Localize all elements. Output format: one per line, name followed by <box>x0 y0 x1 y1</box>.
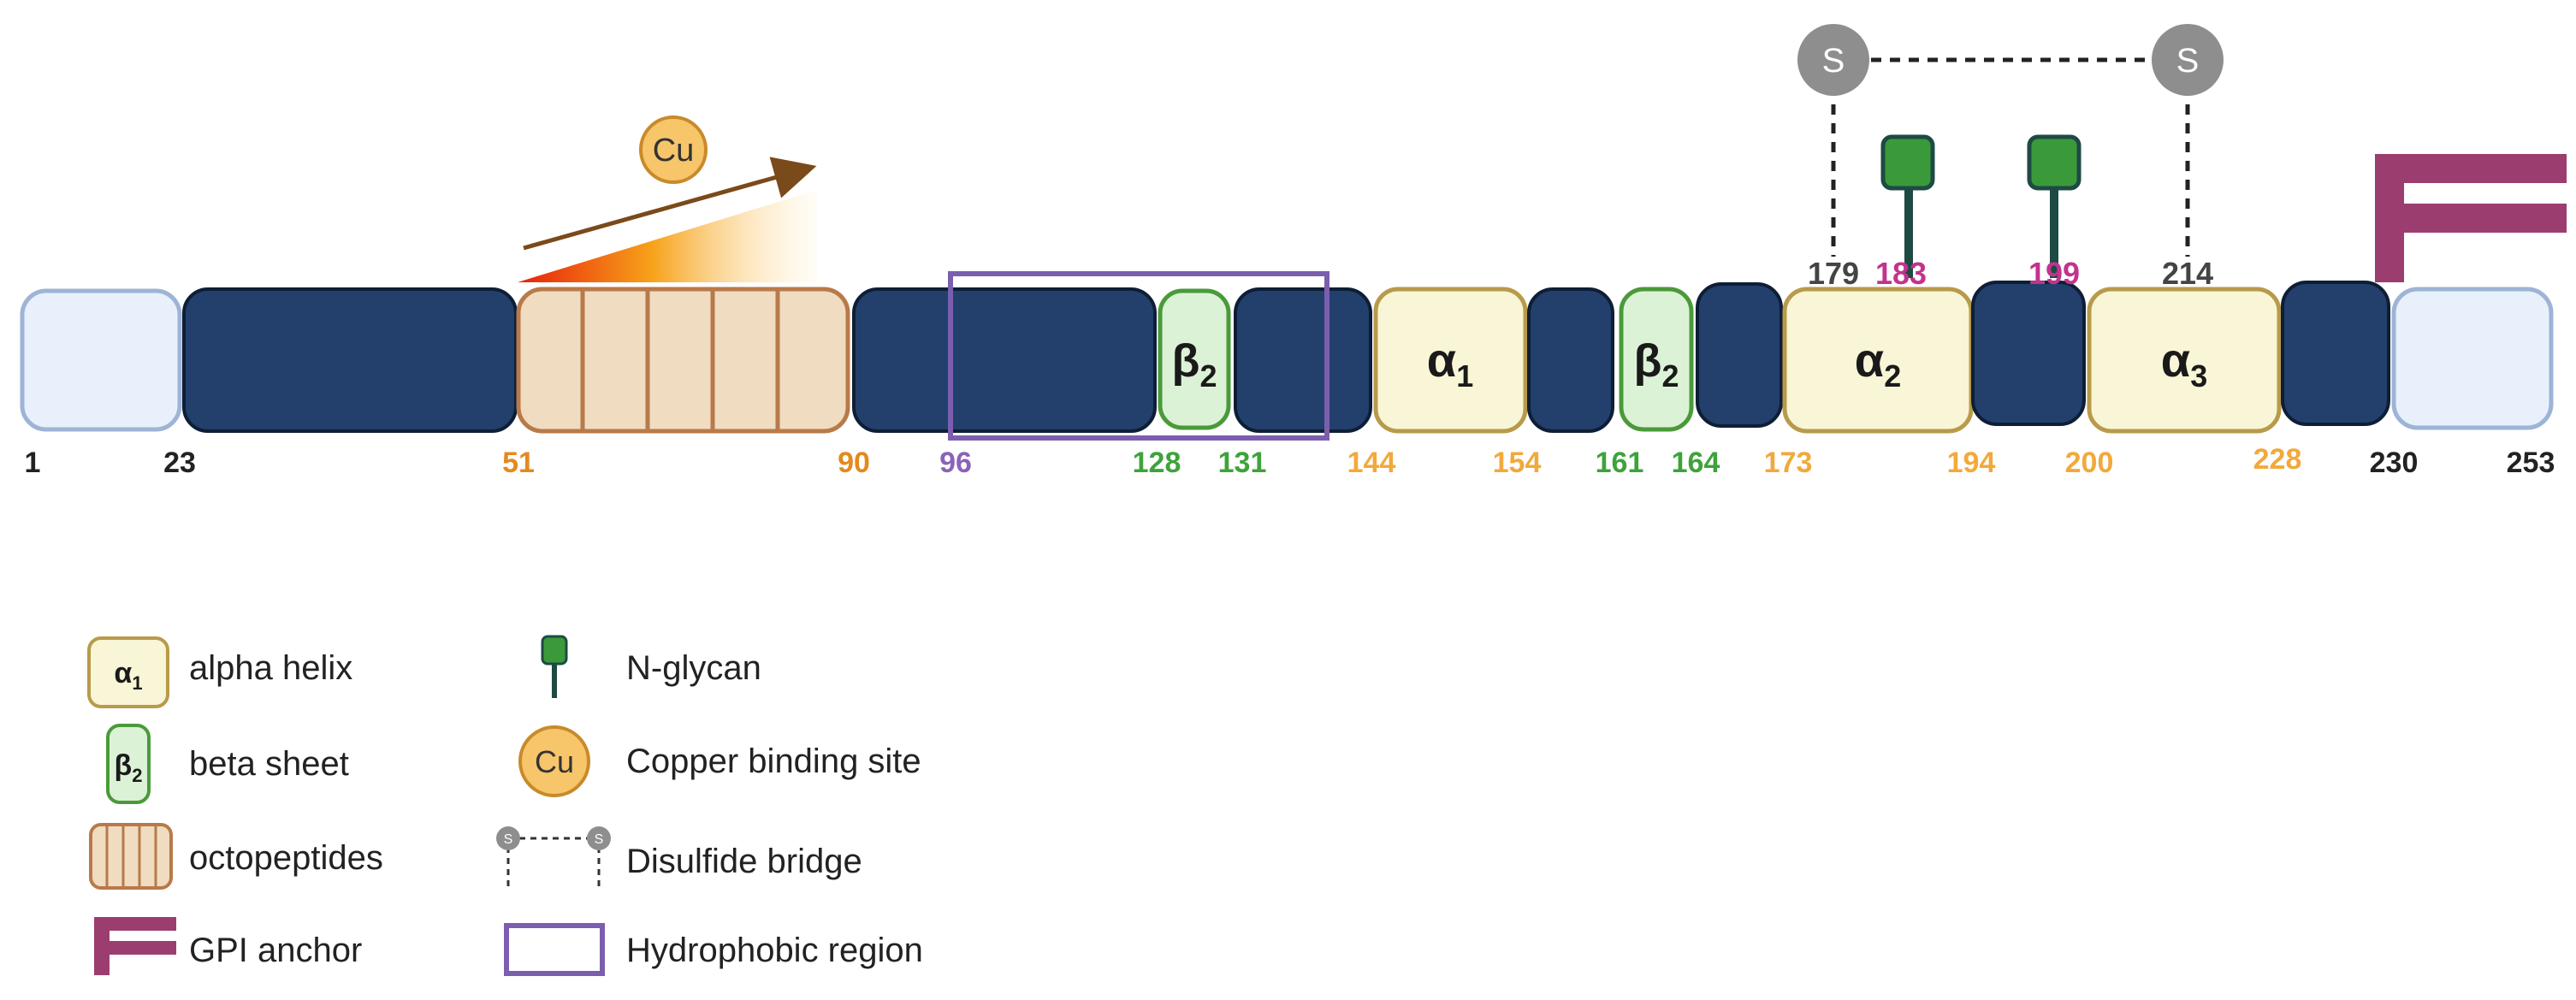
legend-n-glycan-label: N-glycan <box>626 649 761 687</box>
copper-icon-label: Cu <box>653 133 695 169</box>
legend-octopeptides-label: octopeptides <box>189 839 383 877</box>
disulfide-bridge: S S <box>1797 24 2224 257</box>
segment-228-230 <box>2281 281 2390 426</box>
pos-214: 214 <box>2162 256 2213 291</box>
beta-sheet-2 <box>1619 287 1694 432</box>
octopeptide-repeats <box>516 287 850 434</box>
alpha-helix-1 <box>1373 287 1528 434</box>
sulfur-label-right: S <box>2176 42 2200 80</box>
pos-161: 161 <box>1596 447 1644 479</box>
copper-binding-gradient: Cu <box>518 115 817 282</box>
upper-position-labels: 179 183 199 214 <box>1808 256 2213 291</box>
segment-23-51 <box>182 287 518 433</box>
legend: α1 alpha helix β2 beta sheet octopeptide… <box>87 635 923 976</box>
pos-253: 253 <box>2507 447 2555 479</box>
pos-183: 183 <box>1875 256 1927 291</box>
svg-text:β2: β2 <box>114 749 142 786</box>
legend-gpi-anchor-label: GPI anchor <box>189 932 362 969</box>
c-terminal-segment <box>2391 287 2554 430</box>
pos-179: 179 <box>1808 256 1859 291</box>
pos-154: 154 <box>1493 447 1542 479</box>
legend-alpha-helix-icon <box>87 636 169 708</box>
pos-200: 200 <box>2065 447 2114 479</box>
alpha-helix-3-label: α3 <box>2161 333 2207 393</box>
segment-154-161 <box>1527 287 1614 433</box>
legend-hydrophobic: Hydrophobic region <box>504 923 923 976</box>
legend-n-glycan-icon <box>541 635 568 698</box>
alpha-helix-2-label: α2 <box>1855 333 1901 393</box>
pos-131: 131 <box>1218 447 1267 479</box>
svg-text:S: S <box>595 832 604 847</box>
pos-128: 128 <box>1133 447 1181 479</box>
svg-text:S: S <box>504 832 513 847</box>
alpha-helix-3 <box>2087 287 2282 434</box>
pos-194: 194 <box>1947 447 1996 479</box>
segment-90-128 <box>852 287 1157 433</box>
pos-230: 230 <box>2370 447 2419 479</box>
beta-sheet-2-label: β2 <box>1634 335 1679 393</box>
svg-text:α1: α1 <box>114 657 142 694</box>
pos-90: 90 <box>838 447 870 479</box>
segment-131-144 <box>1234 287 1372 433</box>
alpha-helix-1-label: α1 <box>1427 333 1473 393</box>
lower-position-labels: 1 23 51 90 96 128 131 144 154 161 164 17… <box>25 443 2555 479</box>
hydrophobic-region-box <box>948 271 1329 441</box>
pos-228: 228 <box>2253 443 2302 476</box>
legend-disulfide: S S Disulfide bridge <box>496 826 862 886</box>
legend-disulfide-icon: S S <box>496 826 611 886</box>
pos-23: 23 <box>163 447 196 479</box>
legend-gpi-anchor: GPI anchor <box>94 917 362 975</box>
protein-chain: β2 α1 β2 α2 α3 <box>20 281 2554 434</box>
segment-194-200 <box>1971 281 2086 426</box>
pos-144: 144 <box>1347 447 1396 479</box>
legend-octopeptides-icon <box>89 823 173 890</box>
legend-copper-label: Copper binding site <box>626 743 921 780</box>
gpi-anchor <box>2375 154 2567 282</box>
pos-199: 199 <box>2028 256 2080 291</box>
legend-beta-sheet: β2 beta sheet <box>106 724 349 804</box>
legend-octopeptides: octopeptides <box>89 823 383 890</box>
legend-copper-icon <box>518 725 590 797</box>
svg-text:Cu: Cu <box>535 744 574 779</box>
n-terminal-segment <box>20 288 182 432</box>
legend-hydrophobic-icon <box>504 923 605 976</box>
pos-1: 1 <box>25 447 41 479</box>
sulfur-label-left: S <box>1822 42 1845 80</box>
pos-173: 173 <box>1764 447 1813 479</box>
copper-icon <box>639 115 708 184</box>
beta-sheet-1-label: β2 <box>1172 335 1217 393</box>
pos-164: 164 <box>1672 447 1720 479</box>
pos-96: 96 <box>939 447 972 479</box>
sulfur-atom-left <box>1797 24 1869 96</box>
legend-copper: Cu Copper binding site <box>518 725 921 797</box>
legend-alpha-helix: α1 alpha helix <box>87 636 352 708</box>
legend-disulfide-label: Disulfide bridge <box>626 843 862 880</box>
sulfur-atom-right <box>2152 24 2224 96</box>
legend-hydrophobic-label: Hydrophobic region <box>626 932 923 969</box>
legend-beta-sheet-label: beta sheet <box>189 745 349 783</box>
legend-gpi-anchor-icon <box>94 917 176 975</box>
beta-sheet-1 <box>1158 288 1231 430</box>
pos-51: 51 <box>502 447 535 479</box>
legend-beta-sheet-icon <box>106 724 151 804</box>
legend-alpha-helix-label: alpha helix <box>189 649 352 687</box>
legend-n-glycan: N-glycan <box>541 635 761 698</box>
segment-164-173 <box>1696 282 1783 428</box>
